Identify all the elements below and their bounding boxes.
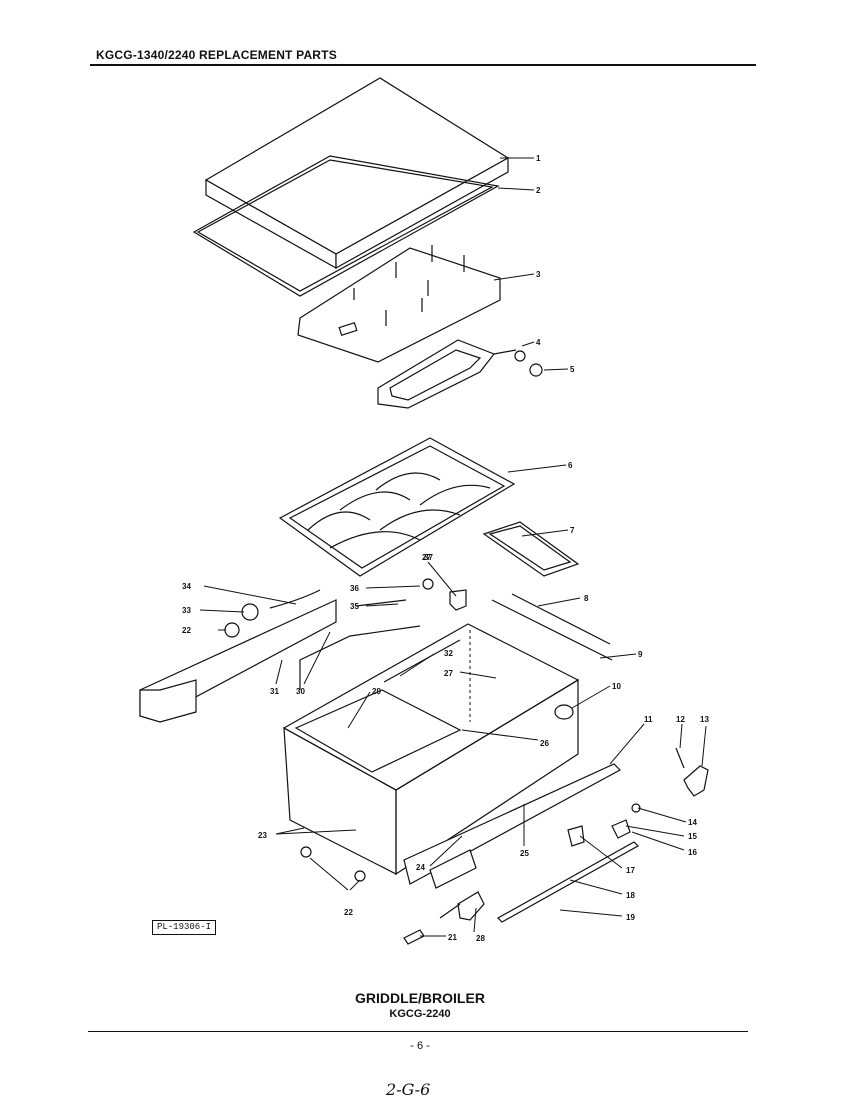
valve-assembly (355, 578, 467, 611)
cabinet-body (282, 623, 580, 876)
rod-9 (511, 593, 611, 645)
callout-35: 35 (350, 602, 359, 611)
knob-22 (224, 622, 240, 638)
callout-7: 7 (570, 526, 575, 535)
header-rule (90, 64, 756, 66)
callout-17: 17 (626, 866, 635, 875)
page-number: - 6 - (410, 1040, 430, 1052)
gas-line (299, 625, 421, 690)
drip-tray (482, 521, 580, 577)
pipe-34 (269, 589, 321, 609)
callout-13: 13 (700, 715, 709, 724)
callout-27-lower: 27 (444, 669, 453, 678)
callout-18: 18 (626, 891, 635, 900)
callout-30: 30 (296, 687, 305, 696)
callout-31: 31 (270, 687, 279, 696)
hinge-bracket (675, 747, 709, 797)
clip-21 (403, 929, 425, 945)
callout-26: 26 (540, 739, 549, 748)
callout-2: 2 (536, 186, 541, 195)
callout-11: 11 (644, 715, 653, 724)
gasket (192, 155, 500, 297)
callout-19: 19 (626, 913, 635, 922)
burner-tube (377, 339, 526, 409)
broiler-burner (278, 437, 516, 577)
callout-6: 6 (568, 461, 573, 470)
callout-1: 1 (536, 154, 541, 163)
handwritten-reference: 2-G-6 (386, 1080, 431, 1098)
callout-28: 28 (476, 934, 485, 943)
callout-23: 23 (258, 831, 267, 840)
callout-29: 29 (372, 687, 381, 696)
burner-plate (297, 245, 501, 363)
plate-id-box: PL-19306-I (152, 920, 216, 935)
footer-rule (88, 1031, 748, 1032)
callout-16: 16 (688, 848, 697, 857)
callout-33: 33 (182, 606, 191, 615)
callout-15: 15 (688, 832, 697, 841)
callout-21: 21 (448, 933, 457, 942)
orifice-nut (529, 363, 543, 377)
model-number: KGCG-2240 (389, 1008, 451, 1020)
knob-33 (241, 603, 259, 621)
leader-lines (199, 157, 707, 937)
page-header: KGCG-1340/2240 REPLACEMENT PARTS (96, 48, 337, 62)
linkage-rod (497, 841, 639, 923)
callout-8: 8 (584, 594, 589, 603)
callout-4: 4 (536, 338, 541, 347)
callout-14: 14 (688, 818, 697, 827)
callout-27-upper: 27 (422, 553, 431, 562)
callout-34: 34 (182, 582, 191, 591)
leg-cap-a (300, 846, 312, 858)
callout-3: 3 (536, 270, 541, 279)
callout-12: 12 (676, 715, 685, 724)
side-trim (139, 599, 337, 723)
diagram-title: GRIDDLE/BROILER (355, 990, 485, 1006)
callout-32: 32 (444, 649, 453, 658)
valve-28 (457, 891, 485, 921)
callout-37: 37 (424, 553, 433, 562)
bracket-17 (567, 825, 585, 847)
callout-24: 24 (416, 863, 425, 872)
griddle-plate (204, 77, 510, 270)
washer-14 (631, 803, 641, 813)
rod-8 (491, 599, 613, 661)
callout-22-lower: 22 (344, 908, 353, 917)
callout-9: 9 (638, 650, 643, 659)
callout-10: 10 (612, 682, 621, 691)
callout-36: 36 (350, 584, 359, 593)
callout-5: 5 (570, 365, 575, 374)
front-rail (403, 763, 621, 889)
bracket-15 (611, 819, 631, 839)
leg-cap-b (354, 870, 366, 882)
callout-22-upper: 22 (182, 626, 191, 635)
callout-25: 25 (520, 849, 529, 858)
